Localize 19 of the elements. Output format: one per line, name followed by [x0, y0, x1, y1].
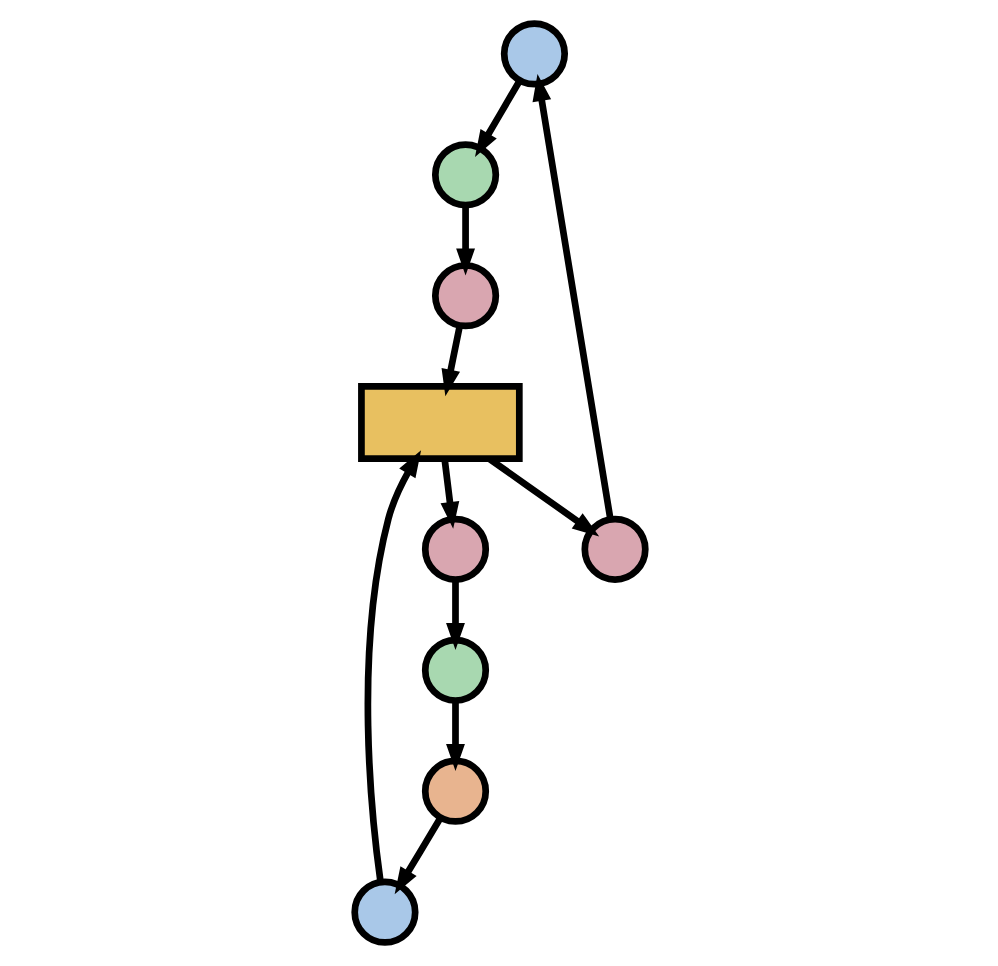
node-circle [430, 262, 499, 330]
arrow [445, 580, 464, 651]
node-circle [420, 515, 489, 583]
node-circle [420, 757, 489, 825]
arrow [439, 458, 459, 529]
arrow [363, 450, 421, 883]
arrow [445, 701, 464, 771]
node-box [357, 383, 522, 462]
arrow [393, 816, 443, 895]
arrow [531, 74, 613, 520]
node-circle [350, 878, 418, 946]
arrow [486, 456, 599, 537]
arrow [455, 205, 474, 276]
node-circle [430, 141, 499, 209]
arrow [474, 78, 522, 157]
node-circle [580, 515, 648, 583]
node-circle [420, 636, 489, 704]
node-circle [499, 20, 567, 88]
arrow [440, 324, 463, 397]
